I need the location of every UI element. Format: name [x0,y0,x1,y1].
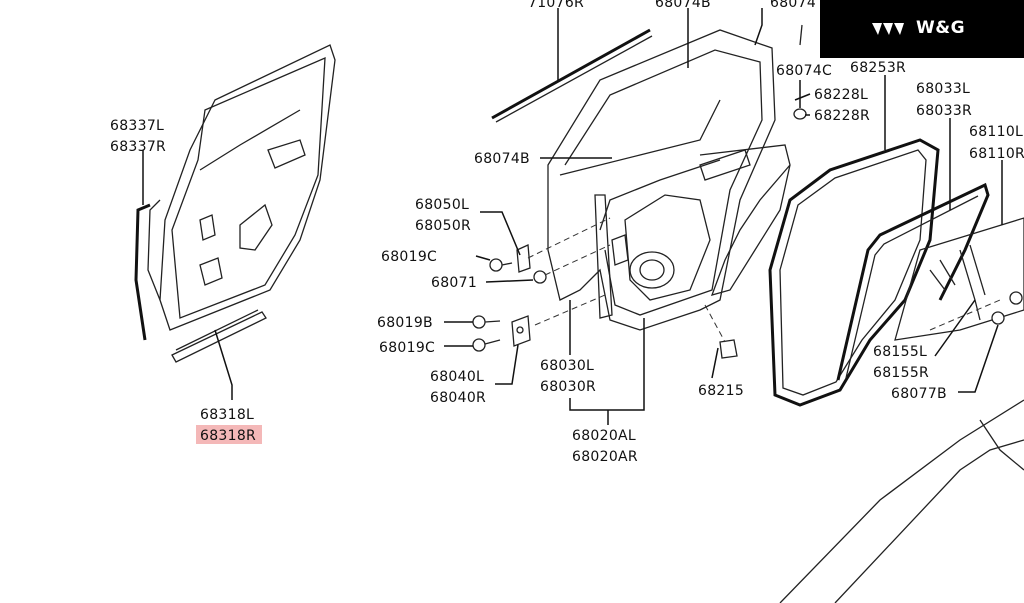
label-68033L: 68033L [916,81,970,97]
part-labels: 71076R 68074B 68074 68074C 68253R 68228L… [110,0,1024,465]
nut-68071 [533,270,547,284]
label-68019B: 68019B [377,315,433,331]
label-68228R: 68228R [814,108,870,124]
inner-door-frame [547,29,776,331]
strip-71076 [491,28,651,120]
seal-68228 [699,144,791,296]
label-68215: 68215 [698,383,744,399]
label-68077B: 68077B [891,386,947,402]
hinge-lower-68040 [511,315,531,347]
label-68019C: 68019C [381,249,437,265]
label-68337R: 68337R [110,139,166,155]
bolt-68019C-lower [472,338,501,352]
label-68074-top: 68074 [770,0,816,11]
triple-chevron-logo-icon [872,23,904,35]
label-68253R: 68253R [850,60,906,76]
logo-text: W&G [916,18,966,38]
label-68071: 68071 [431,275,477,291]
label-68074C: 68074C [776,63,832,79]
label-68050R: 68050R [415,218,471,234]
label-68318R: 68318R [200,428,256,444]
label-68074B: 68074B [474,151,530,167]
bumper-68215 [719,339,738,359]
label-68155L: 68155L [873,344,927,360]
logo-box [820,0,1024,58]
label-68033R: 68033R [916,103,972,119]
label-68030R: 68030R [540,379,596,395]
highlight-68318R [196,425,262,444]
label-68040R: 68040R [430,390,486,406]
weatherstrip-68337 [134,203,151,341]
leader-lines [142,8,1003,425]
hinge-upper-68050 [516,244,531,273]
label-68020AL: 68020AL [572,428,636,444]
label-68019C-lower: 68019C [379,340,435,356]
label-71076R: 71076R [528,0,584,11]
bolt-68077B [991,291,1023,325]
label-68074B-top: 68074B [655,0,711,11]
label-68110R: 68110R [969,146,1024,162]
label-68318L: 68318L [200,407,254,423]
label-68337L: 68337L [110,118,164,134]
label-68228L: 68228L [814,87,868,103]
label-68050L: 68050L [415,197,469,213]
label-68030L: 68030L [540,358,594,374]
door-weatherstrip-68033 [768,138,940,407]
label-68155R: 68155R [873,365,929,381]
glass-run-68110 [836,182,990,381]
bolt-68019B [472,315,501,329]
clip-68074C [793,108,807,120]
label-68020AR: 68020AR [572,449,638,465]
label-68110L: 68110L [969,124,1023,140]
belt-molding-68318 [171,309,267,363]
vehicle-body-silhouette [779,399,1024,603]
outer-door-panel [147,44,336,331]
bolt-68019C [489,258,513,272]
label-68040L: 68040L [430,369,484,385]
